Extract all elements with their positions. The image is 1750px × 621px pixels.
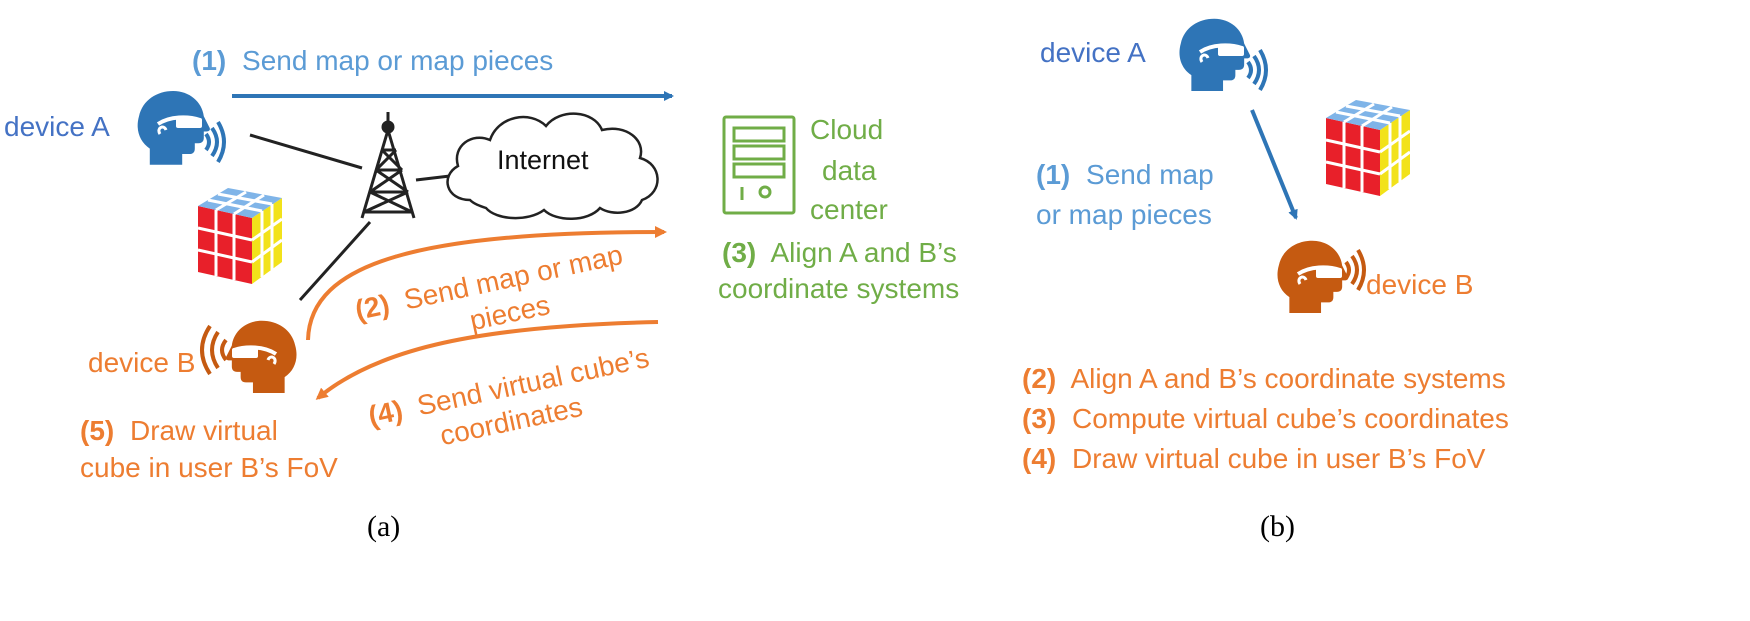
cloud-icon	[446, 112, 659, 220]
step3-line1: Align A and B’s	[770, 237, 956, 268]
device-a-head-icon	[137, 91, 226, 165]
step5-line2: cube in user B’s FoV	[80, 452, 338, 483]
link-tower-internet	[415, 174, 451, 182]
step1-line2-b: or map pieces	[1036, 199, 1212, 230]
step5-number: (5)	[80, 415, 114, 446]
device-b-head-icon	[200, 320, 297, 393]
rubiks-cube-icon	[197, 188, 283, 284]
step2-number-b: (2)	[1022, 363, 1056, 394]
arrow-step2	[306, 226, 667, 341]
step3-label: (3) Align A and B’s coordinate systems	[718, 237, 965, 304]
step2-text-b: Align A and B’s coordinate systems	[1070, 363, 1505, 394]
step2-label-b: (2) Align A and B’s coordinate systems	[1022, 363, 1506, 394]
cloud-data-center-label: Cloud data center	[810, 114, 891, 225]
step4-number: (4)	[366, 394, 406, 431]
panel-b: device A	[1022, 18, 1509, 543]
cloud-line-1: Cloud	[810, 114, 883, 145]
link-tower-device-b	[298, 220, 372, 302]
device-b-label-a: device B	[88, 347, 195, 378]
device-b-head-icon-b	[1277, 240, 1366, 313]
cloud-line-2: data	[822, 155, 877, 186]
step4-label: (4) Send virtual cube’s coordinates	[366, 340, 667, 465]
arrow-step4	[315, 320, 659, 400]
arrow-step1-b	[1250, 109, 1298, 220]
server-icon	[722, 115, 796, 215]
device-a-label-b: device A	[1040, 37, 1146, 68]
step1-number-b: (1)	[1036, 159, 1070, 190]
internet-label: Internet	[497, 145, 589, 175]
step1-line1-b: Send map	[1086, 159, 1214, 190]
step5-label: (5) Draw virtual cube in user B’s FoV	[80, 415, 338, 483]
cell-tower-icon	[360, 112, 416, 219]
link-device-a-tower	[249, 133, 363, 170]
step1-text: Send map or map pieces	[242, 45, 553, 76]
caption-a: (a)	[367, 510, 400, 543]
step3-number: (3)	[722, 237, 756, 268]
cloud-line-3: center	[810, 194, 888, 225]
device-b-label-b: device B	[1366, 269, 1473, 300]
step3-line2: coordinate systems	[718, 273, 959, 304]
step5-line1: Draw virtual	[130, 415, 278, 446]
step2-number: (2)	[352, 288, 392, 325]
device-a-head-icon-b	[1179, 18, 1268, 92]
device-a-label: device A	[4, 111, 110, 142]
step4-label-b: (4) Draw virtual cube in user B’s FoV	[1022, 443, 1486, 474]
panel-a: device A (1) Send map or map pieces Inte…	[4, 45, 965, 543]
caption-b: (b)	[1260, 510, 1295, 543]
step3-text-b: Compute virtual cube’s coordinates	[1072, 403, 1509, 434]
step4-text-b: Draw virtual cube in user B’s FoV	[1072, 443, 1486, 474]
step4-number-b: (4)	[1022, 443, 1056, 474]
rubiks-cube-icon-b	[1325, 100, 1411, 196]
step3-number-b: (3)	[1022, 403, 1056, 434]
step1-number: (1)	[192, 45, 226, 76]
step1-label: (1) Send map or map pieces	[192, 45, 553, 76]
step3-label-b: (3) Compute virtual cube’s coordinates	[1022, 403, 1509, 434]
step1-label-b: (1) Send map or map pieces	[1036, 159, 1221, 230]
